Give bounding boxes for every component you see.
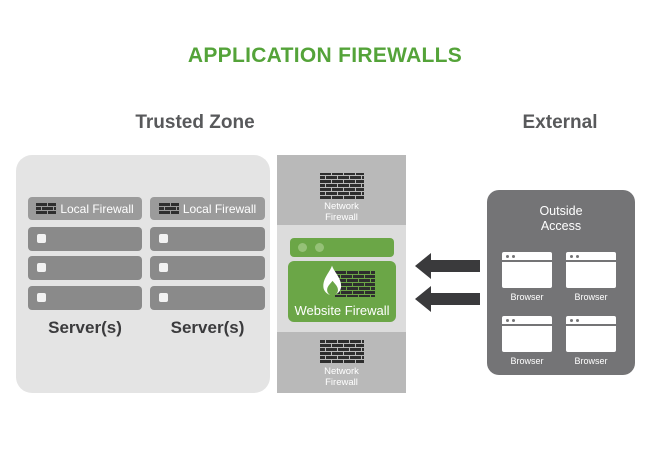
network-firewall-label: Network Firewall (324, 366, 359, 388)
server-bar (150, 256, 265, 280)
website-firewall-box: Website Firewall (288, 261, 396, 322)
server-led-icon (37, 234, 46, 243)
outside-access-box: Outside Access Browser Browser (487, 190, 635, 375)
server-bar (28, 256, 142, 280)
trusted-zone-heading: Trusted Zone (135, 112, 255, 133)
browser-label: Browser (510, 356, 544, 366)
browser-window-icon (566, 252, 616, 288)
server-bar (150, 286, 265, 310)
arrow-left-icon (415, 286, 480, 312)
window-control-dot (512, 318, 515, 322)
server-bar (28, 227, 142, 251)
website-firewall-label: Website Firewall (294, 303, 390, 318)
local-firewall-label: Local Firewall (182, 201, 257, 216)
server-stack: Local Firewall Server(s) (150, 155, 265, 393)
server-led-icon (37, 263, 46, 272)
brick-wall-icon (158, 202, 179, 215)
browser-window-icon (566, 316, 616, 352)
server-stack: Local Firewall Server(s) (28, 155, 142, 393)
server-bar (150, 227, 265, 251)
local-firewall-bar: Local Firewall (28, 197, 142, 220)
network-firewall-label: Network Firewall (324, 201, 359, 223)
network-firewall-top: Network Firewall (277, 155, 406, 225)
browser-label: Browser (510, 292, 544, 302)
arrow-left-icon (415, 253, 480, 279)
window-control-dot (506, 254, 509, 258)
trusted-zone-box: Local Firewall Server(s) Local Firewall (16, 155, 270, 393)
server-led-icon (159, 263, 168, 272)
external-zone-heading: External (522, 112, 598, 133)
window-control-dot (315, 243, 324, 252)
server-led-icon (159, 234, 168, 243)
browser-item: Browser (566, 316, 616, 366)
outside-access-label: Outside Access (539, 204, 583, 233)
browser-item: Browser (566, 252, 616, 302)
window-control-dot (506, 318, 509, 322)
browser-label: Browser (574, 356, 608, 366)
servers-label: Server(s) (170, 318, 245, 337)
website-firewall-graphic (309, 265, 375, 301)
window-control-dot (298, 243, 307, 252)
servers-label: Server(s) (48, 318, 122, 337)
browser-window-icon (502, 252, 552, 288)
outside-access-title: Outside Access (487, 204, 635, 234)
window-control-dot (576, 318, 579, 322)
window-control-dot (576, 254, 579, 258)
window-control-dot (570, 254, 573, 258)
flame-icon (323, 265, 342, 296)
window-control-dot (512, 254, 515, 258)
network-firewall-bottom: Network Firewall (277, 332, 406, 393)
page-title: APPLICATION FIREWALLS (187, 44, 463, 67)
browser-item: Browser (502, 252, 552, 302)
brick-wall-icon (319, 173, 364, 199)
server-bar (28, 286, 142, 310)
brick-wall-icon (335, 271, 375, 297)
browser-window-icon (502, 316, 552, 352)
browser-item: Browser (502, 316, 552, 366)
window-control-dot (570, 318, 573, 322)
brick-wall-icon (319, 340, 364, 364)
website-firewall-browser-bar (290, 238, 394, 257)
traffic-arrows (415, 253, 480, 319)
perimeter-strip: Network Firewall Website Firewall Networ… (277, 155, 406, 393)
browser-label: Browser (574, 292, 608, 302)
server-led-icon (159, 293, 168, 302)
brick-wall-icon (36, 202, 57, 215)
local-firewall-bar: Local Firewall (150, 197, 265, 220)
local-firewall-label: Local Firewall (60, 201, 134, 216)
server-led-icon (37, 293, 46, 302)
